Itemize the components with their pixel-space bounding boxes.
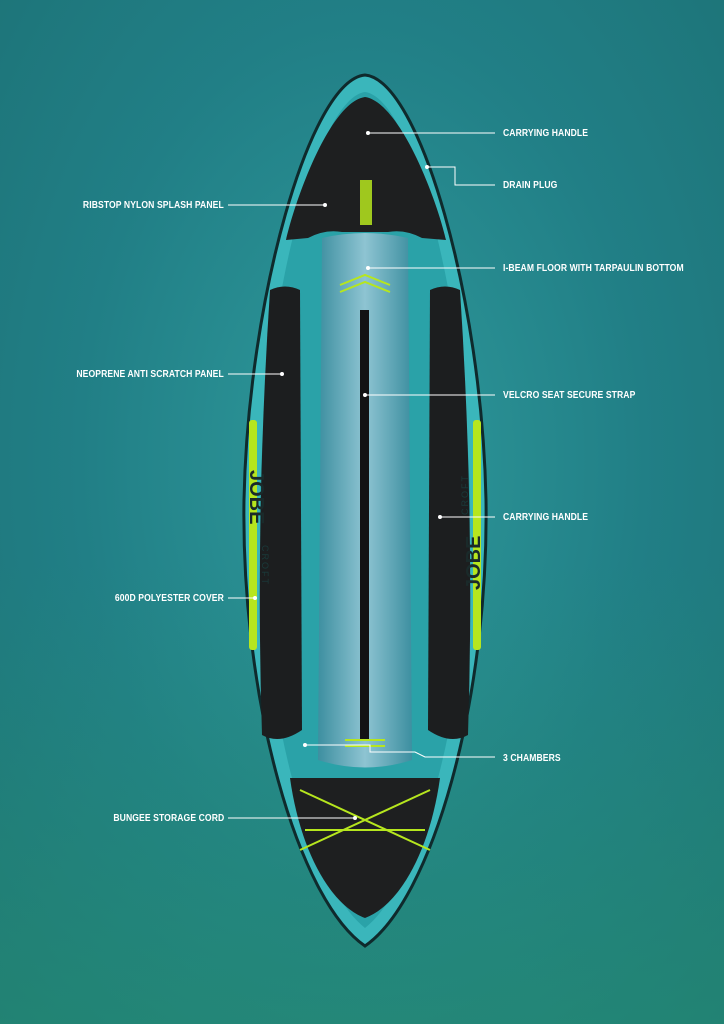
label-carrying-handle-bow: CARRYING HANDLE bbox=[503, 127, 589, 139]
label-drain-plug: DRAIN PLUG bbox=[503, 179, 558, 191]
stern-storage-cover bbox=[290, 778, 440, 918]
label-neoprene-panel: NEOPRENE ANTI SCRATCH PANEL bbox=[76, 368, 224, 380]
bungee-cord bbox=[299, 789, 431, 851]
floor-chevrons-stern bbox=[345, 739, 385, 747]
floor-chevrons bbox=[339, 273, 391, 293]
label-cover: 600D POLYESTER COVER bbox=[115, 592, 224, 604]
brand-logo-right: JOBE bbox=[463, 536, 485, 590]
model-name-left: CROFT bbox=[260, 545, 270, 586]
leader-lines bbox=[228, 132, 495, 819]
label-bungee: BUNGEE STORAGE CORD bbox=[113, 812, 224, 824]
bow-logo bbox=[360, 180, 372, 225]
neoprene-panel-left bbox=[259, 286, 302, 739]
leader-dots bbox=[253, 131, 442, 820]
leader-chambers bbox=[305, 744, 495, 758]
label-velcro-strap: VELCRO SEAT SECURE STRAP bbox=[503, 389, 636, 401]
model-name-right: CROFT bbox=[460, 474, 470, 515]
kayak bbox=[242, 73, 488, 948]
leader-drain-plug bbox=[427, 166, 495, 186]
neoprene-panel-right bbox=[428, 286, 471, 739]
side-accent-left bbox=[249, 420, 257, 650]
label-floor: I-BEAM FLOOR WITH TARPAULIN BOTTOM bbox=[503, 262, 684, 274]
label-chambers: 3 CHAMBERS bbox=[503, 752, 561, 764]
brand-logo-left: JOBE bbox=[245, 470, 267, 524]
label-carrying-handle-side: CARRYING HANDLE bbox=[503, 511, 589, 523]
side-accent-right bbox=[473, 420, 481, 650]
velcro-strap bbox=[360, 310, 369, 740]
label-splash-panel: RIBSTOP NYLON SPLASH PANEL bbox=[83, 199, 224, 211]
